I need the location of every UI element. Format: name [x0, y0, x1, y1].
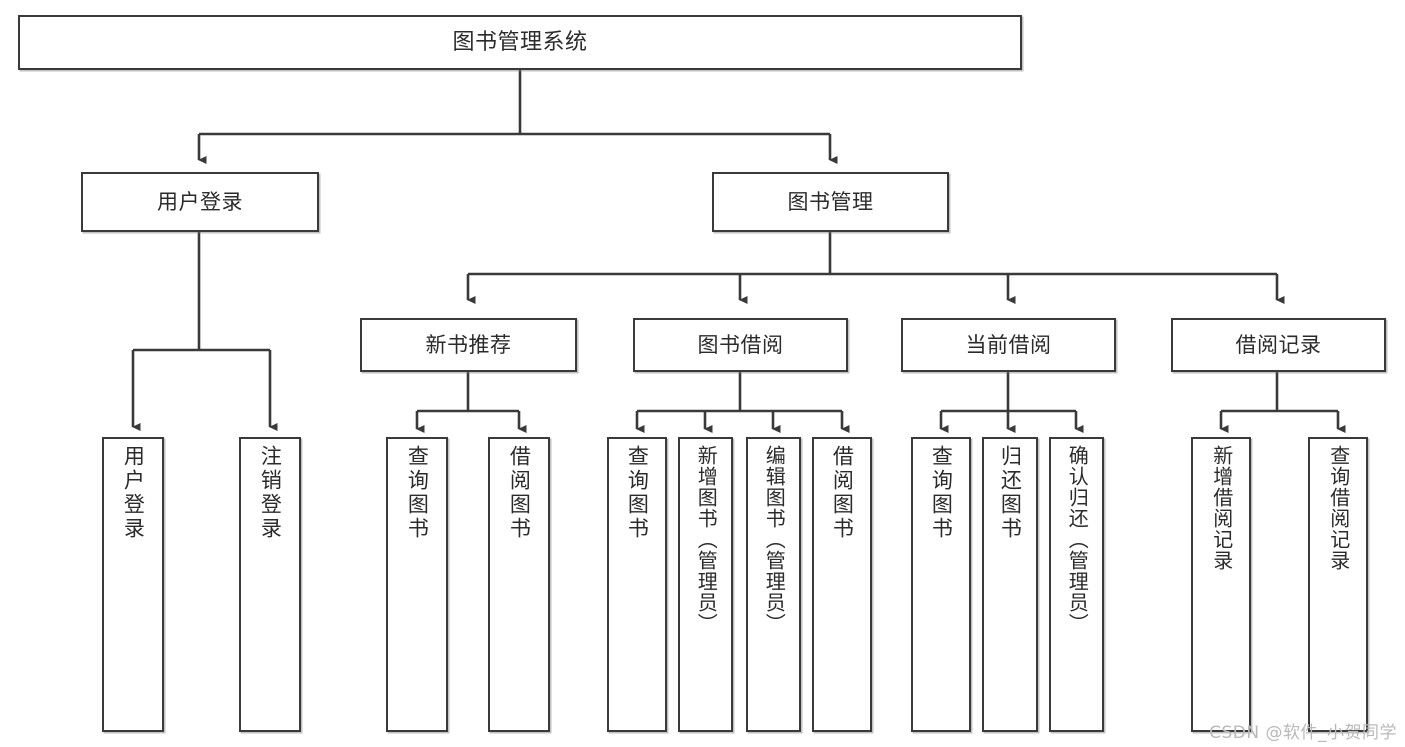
leaf-query-books-current[interactable]: 查询图书 [911, 437, 971, 732]
leaf-query-borrow-record[interactable]: 查询借阅记录 [1308, 437, 1368, 732]
watermark-text: CSDN @软件_小贺同学 [1209, 723, 1397, 743]
node-label: 借阅图书 [830, 445, 855, 541]
node-book-borrow[interactable]: 图书借阅 [633, 318, 848, 372]
node-borrow-records[interactable]: 借阅记录 [1171, 318, 1386, 372]
node-label: 图书借阅 [697, 332, 784, 357]
node-label: 图书管理系统 [452, 29, 588, 55]
leaf-return-books[interactable]: 归还图书 [982, 437, 1038, 732]
leaf-edit-book-admin[interactable]: 编辑图书（管理员） [746, 437, 801, 732]
leaf-user-login[interactable]: 用户登录 [102, 437, 164, 732]
node-label: 用户登录 [157, 189, 243, 214]
node-current-borrow[interactable]: 当前借阅 [901, 318, 1116, 372]
leaf-add-borrow-record[interactable]: 新增借阅记录 [1191, 437, 1251, 732]
node-label: 新书推荐 [425, 332, 512, 357]
leaf-borrow-books-recommend[interactable]: 借阅图书 [488, 437, 550, 732]
node-label: 借阅记录 [1235, 332, 1322, 357]
node-label: 新增图书（管理员） [694, 445, 719, 634]
node-book-management[interactable]: 图书管理 [712, 172, 949, 232]
node-label: 确认归还（管理员） [1065, 445, 1090, 634]
node-label: 查询图书 [625, 445, 650, 541]
leaf-logout[interactable]: 注销登录 [239, 437, 301, 732]
node-label: 注销登录 [258, 445, 283, 541]
node-label: 当前借阅 [965, 332, 1052, 357]
leaf-add-book-admin[interactable]: 新增图书（管理员） [678, 437, 733, 732]
node-label: 借阅图书 [507, 445, 532, 541]
node-root-book-management-system[interactable]: 图书管理系统 [18, 15, 1022, 70]
node-label: 编辑图书（管理员） [762, 445, 787, 634]
node-label: 查询图书 [929, 445, 954, 541]
node-label: 用户登录 [121, 445, 146, 541]
leaf-query-books-borrow[interactable]: 查询图书 [607, 437, 667, 732]
leaf-confirm-return-admin[interactable]: 确认归还（管理员） [1049, 437, 1104, 732]
node-label: 图书管理 [787, 189, 874, 214]
node-label: 查询图书 [405, 445, 430, 541]
node-label: 查询借阅记录 [1326, 445, 1351, 571]
leaf-query-books-recommend[interactable]: 查询图书 [386, 437, 448, 732]
node-label: 归还图书 [998, 445, 1023, 541]
node-user-login[interactable]: 用户登录 [81, 172, 319, 232]
node-label: 新增借阅记录 [1209, 445, 1234, 571]
leaf-borrow-books[interactable]: 借阅图书 [812, 437, 872, 732]
node-new-book-recommend[interactable]: 新书推荐 [360, 318, 577, 372]
